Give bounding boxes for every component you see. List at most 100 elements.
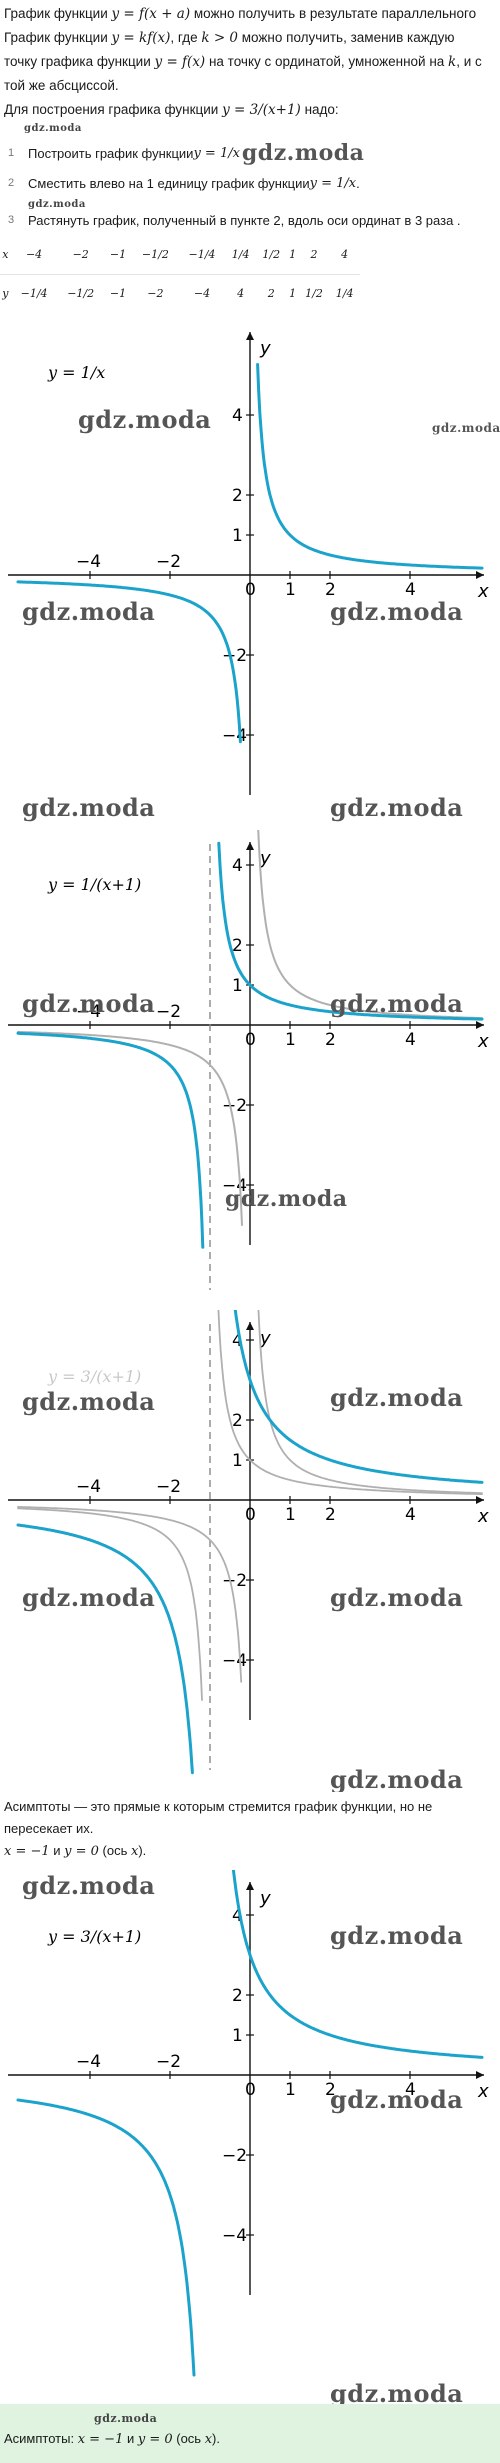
y-axis-arrow-icon	[246, 1882, 254, 1890]
y-tick-label: 4	[232, 856, 243, 876]
y-axis-label: y	[259, 848, 271, 869]
watermark: gdz.moda	[225, 1186, 348, 1212]
y-tick-label: −2	[222, 2146, 247, 2166]
x-tick-label: 2	[325, 2080, 336, 2100]
x-axis-arrow-icon	[476, 571, 484, 579]
step-3: 3 Растянуть график, полученный в пункте …	[8, 212, 461, 228]
y-axis-label: y	[259, 338, 271, 359]
watermark: gdz.moda	[22, 1871, 155, 1900]
table-cell: 1/2	[305, 286, 323, 300]
y-tick-label: 4	[232, 1331, 243, 1351]
curve-1-over-x-ghost	[17, 1310, 483, 1683]
x-tick-label: 1	[285, 580, 296, 600]
y-axis-label: y	[259, 1888, 271, 1909]
y-tick-label: −4	[222, 726, 247, 746]
intro-line-5: Для построения графика функции y = 3/(x+…	[4, 102, 339, 118]
table-cell: −1/2	[67, 286, 95, 300]
y-tick-label: 2	[232, 1411, 243, 1431]
x-tick-label: 0	[245, 580, 256, 600]
watermark: gdz.moda	[330, 793, 463, 822]
x-axis-arrow-icon	[476, 1021, 484, 1029]
y-tick-label: 1	[232, 2026, 243, 2046]
x-axis-label: x	[477, 581, 489, 602]
x-tick-label: −4	[76, 1477, 101, 1497]
watermark: gdz.moda	[22, 793, 155, 822]
x-tick-label: −4	[76, 2052, 101, 2072]
watermark: gdz.moda	[28, 199, 86, 210]
answer-text: Асимптоты: x = −1 и y = 0 (ось x).	[4, 2431, 220, 2447]
watermark: gdz.moda	[24, 123, 82, 134]
table-cell: −4	[193, 286, 211, 300]
x-axis-arrow-icon	[476, 1496, 484, 1504]
intro-line-3: точку графика функции y = f(x) на точку …	[4, 54, 482, 70]
y-tick-label: 1	[232, 976, 243, 996]
curve-1-over-x-plus-1	[16, 841, 484, 1249]
table-cell: −1	[109, 286, 127, 300]
x-axis-label: x	[477, 2081, 489, 2102]
graph-label: y = 1/x	[47, 363, 105, 382]
watermark: gdz.moda	[22, 989, 155, 1018]
table-cell: −1/2	[132, 236, 179, 275]
watermark: gdz.moda	[330, 2085, 463, 2114]
watermark: gdz.moda	[22, 1583, 155, 1612]
x-tick-label: −4	[76, 1002, 101, 1022]
values-table: x −4 −2 −1 −1/2 −1/4 1/4 1/2 1 2 4 y −1/…	[0, 236, 360, 312]
curve-3-over-x-plus-1	[16, 1870, 484, 2377]
x-tick-label: 1	[285, 1505, 296, 1525]
curve-3-over-x-plus-1	[16, 1310, 484, 1775]
watermark: gdz.moda	[330, 2379, 463, 2404]
table-cell: −2	[147, 286, 164, 300]
x-tick-label: 4	[405, 1505, 416, 1525]
table-cell: −1/4	[178, 236, 226, 275]
table-header-x: x	[0, 236, 11, 275]
table-cell: 1/4	[225, 236, 256, 275]
x-tick-label: 4	[405, 2080, 416, 2100]
y-tick-label: 2	[232, 486, 243, 506]
y-tick-label: 1	[232, 1451, 243, 1471]
intro-line-2: График функции y = kf(x), где k > 0 можн…	[4, 30, 455, 46]
y-tick-label: 4	[232, 406, 243, 426]
x-tick-label: 1	[285, 2080, 296, 2100]
watermark: gdz.moda	[330, 1921, 463, 1950]
table-row: x −4 −2 −1 −1/2 −1/4 1/4 1/2 1 2 4	[0, 236, 360, 275]
intro-text: График функции y = f(x + a) можно получи…	[0, 0, 500, 138]
watermark: gdz.moda	[22, 1387, 155, 1416]
y-tick-label: 4	[232, 1906, 243, 1926]
y-tick-label: −2	[222, 1571, 247, 1591]
watermark: gdz.moda	[241, 140, 365, 166]
step-2: 2 Сместить влево на 1 единицу график фун…	[8, 175, 360, 191]
intro-line-1: График функции y = f(x + a) можно получи…	[4, 6, 477, 22]
step-1: 1 Построить график функции y = 1/x gdz.m…	[8, 140, 365, 166]
table-cell: 1/2	[255, 236, 287, 275]
y-tick-label: −2	[222, 1096, 247, 1116]
table-header-y: y	[2, 286, 9, 300]
watermark: gdz.moda	[330, 597, 463, 626]
table-cell: 4	[329, 236, 360, 275]
x-tick-label: 1	[285, 1030, 296, 1050]
table-cell: 1	[289, 286, 297, 300]
x-tick-label: 2	[325, 1030, 336, 1050]
table-cell: 2	[298, 236, 330, 275]
table-row: y −1/4 −1/2 −1 −2 −4 4 2 1 1/2 1/4	[0, 274, 360, 312]
table-cell: −2	[57, 236, 104, 275]
curve-1-over-x	[16, 363, 484, 744]
watermark: gdz.moda	[330, 1583, 463, 1612]
watermark: gdz.moda	[78, 405, 211, 434]
y-axis-arrow-icon	[246, 1322, 254, 1330]
steps-list: 1 Построить график функции y = 1/x gdz.m…	[0, 138, 500, 232]
x-tick-label: 0	[245, 1505, 256, 1525]
watermark: gdz.moda	[330, 989, 463, 1018]
table-cell: 4	[237, 286, 245, 300]
y-tick-label: −4	[222, 1651, 247, 1671]
table-cell: −1	[103, 236, 133, 275]
x-tick-label: 2	[325, 1505, 336, 1525]
y-axis-arrow-icon	[246, 842, 254, 850]
watermark: gdz.moda	[330, 1383, 463, 1412]
